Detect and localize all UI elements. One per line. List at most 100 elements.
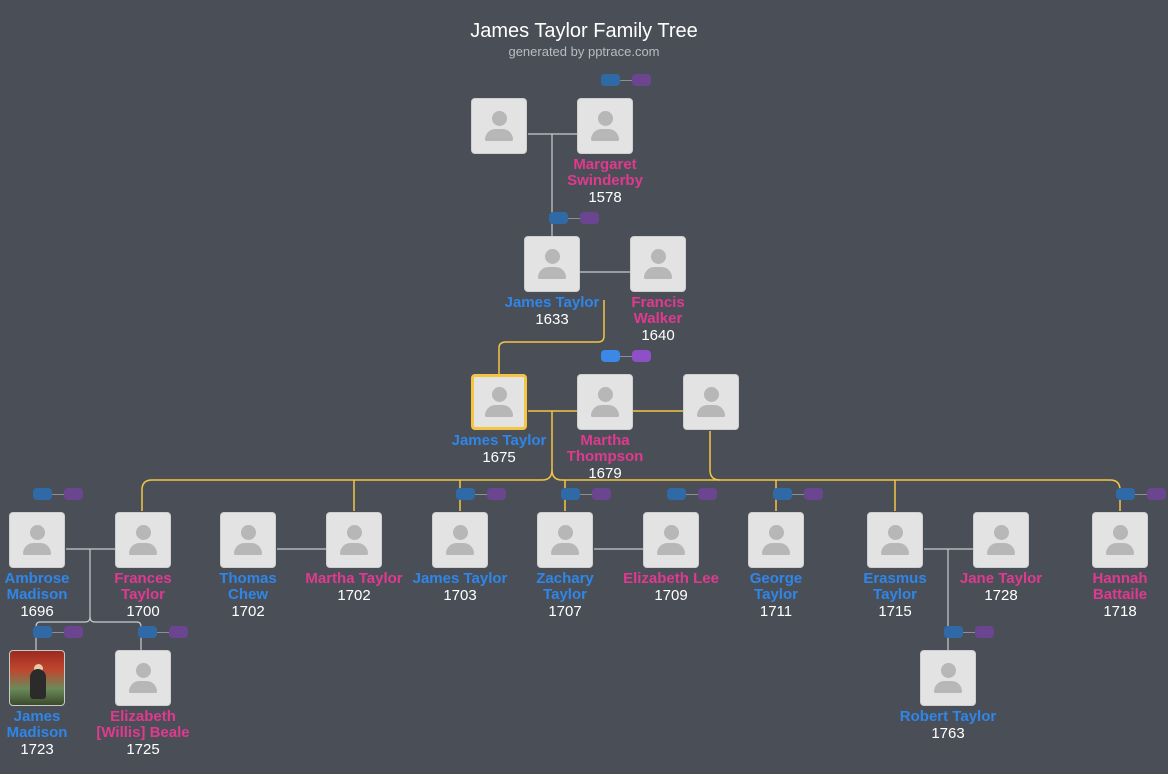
badge-connector [475, 494, 487, 495]
person-silhouette-icon[interactable] [326, 512, 382, 568]
person-card-ambrose[interactable]: Ambrose Madison 1696 [0, 512, 97, 620]
descendants-toggle-icon[interactable] [698, 488, 717, 500]
descendants-toggle-icon[interactable] [632, 74, 651, 86]
person-silhouette-icon[interactable] [1092, 512, 1148, 568]
person-name: Elizabeth [Willis] Beale [96, 708, 190, 741]
ancestors-toggle-icon[interactable] [549, 212, 568, 224]
person-card-james1703[interactable]: James Taylor 1703 [400, 512, 520, 604]
person-silhouette-icon[interactable] [524, 236, 580, 292]
james1633-badges [549, 212, 601, 224]
badge-connector [52, 632, 64, 633]
person-year: 1633 [535, 311, 569, 328]
ancestors-toggle-icon[interactable] [456, 488, 475, 500]
person-name: Erasmus Taylor [863, 570, 927, 603]
badge-connector [963, 632, 975, 633]
person-name: George Taylor [749, 570, 803, 603]
person-card-spouse3[interactable] [651, 374, 771, 433]
person-name: Francis Walker [631, 294, 685, 327]
person-year: 1723 [20, 741, 54, 758]
descendants-toggle-icon[interactable] [804, 488, 823, 500]
person-card-beale[interactable]: Elizabeth [Willis] Beale 1725 [83, 650, 203, 758]
portrait-photo[interactable] [9, 650, 65, 706]
beale-badges [138, 626, 190, 638]
person-card-thomas[interactable]: Thomas Chew 1702 [188, 512, 308, 620]
person-card-elizabeth[interactable]: Elizabeth Lee 1709 [611, 512, 731, 604]
ancestors-toggle-icon[interactable] [601, 350, 620, 362]
george-badges [773, 488, 825, 500]
ancestors-toggle-icon[interactable] [1116, 488, 1135, 500]
descendants-toggle-icon[interactable] [975, 626, 994, 638]
person-card-margaret[interactable]: Margaret Swinderby 1578 [545, 98, 665, 206]
person-silhouette-icon[interactable] [577, 98, 633, 154]
ancestors-toggle-icon[interactable] [33, 488, 52, 500]
person-card-george[interactable]: George Taylor 1711 [716, 512, 836, 620]
ancestors-toggle-icon[interactable] [561, 488, 580, 500]
person-silhouette-icon[interactable] [432, 512, 488, 568]
person-silhouette-icon[interactable] [920, 650, 976, 706]
person-card-james1633[interactable]: James Taylor 1633 [492, 236, 612, 328]
ancestors-toggle-icon[interactable] [667, 488, 686, 500]
person-silhouette-icon[interactable] [9, 512, 65, 568]
person-card-erasmus[interactable]: Erasmus Taylor 1715 [835, 512, 955, 620]
person-silhouette-icon[interactable] [471, 98, 527, 154]
badge-connector [1135, 494, 1147, 495]
person-card-hannah[interactable]: Hannah Battaile 1718 [1060, 512, 1168, 620]
badge-connector [620, 80, 632, 81]
zachary-badges [561, 488, 613, 500]
person-card-james1675[interactable]: James Taylor 1675 [439, 374, 559, 466]
person-card-jane[interactable]: Jane Taylor 1728 [941, 512, 1061, 604]
person-year: 1709 [654, 587, 688, 604]
person-card-robert[interactable]: Robert Taylor 1763 [888, 650, 1008, 742]
person-silhouette-icon[interactable] [683, 374, 739, 430]
ancestors-toggle-icon[interactable] [773, 488, 792, 500]
person-year: 1728 [984, 587, 1018, 604]
ancestors-toggle-icon[interactable] [601, 74, 620, 86]
person-card-martha1679[interactable]: Martha Thompson 1679 [545, 374, 665, 482]
ancestors-toggle-icon[interactable] [138, 626, 157, 638]
badge-connector [580, 494, 592, 495]
person-card-gp-father[interactable] [439, 98, 559, 157]
descendants-toggle-icon[interactable] [632, 350, 651, 362]
descendants-toggle-icon[interactable] [580, 212, 599, 224]
person-silhouette-icon[interactable] [630, 236, 686, 292]
person-name: Elizabeth Lee [623, 570, 719, 587]
descendants-toggle-icon[interactable] [1147, 488, 1166, 500]
person-silhouette-icon[interactable] [220, 512, 276, 568]
ancestors-toggle-icon[interactable] [944, 626, 963, 638]
person-silhouette-icon[interactable] [867, 512, 923, 568]
person-silhouette-icon[interactable] [471, 374, 527, 430]
person-silhouette-icon[interactable] [643, 512, 699, 568]
person-name: James Taylor [451, 432, 547, 449]
descendants-toggle-icon[interactable] [487, 488, 506, 500]
person-silhouette-icon[interactable] [577, 374, 633, 430]
person-name: Margaret Swinderby [567, 156, 643, 189]
person-silhouette-icon[interactable] [115, 512, 171, 568]
descendants-toggle-icon[interactable] [592, 488, 611, 500]
person-name: Jane Taylor [959, 570, 1043, 587]
person-silhouette-icon[interactable] [748, 512, 804, 568]
person-year: 1679 [588, 465, 622, 482]
badge-connector [157, 632, 169, 633]
page-subtitle: generated by pptrace.com [508, 44, 660, 59]
descendants-toggle-icon[interactable] [64, 488, 83, 500]
person-silhouette-icon[interactable] [973, 512, 1029, 568]
badge-connector [568, 218, 580, 219]
person-name: Thomas Chew [219, 570, 277, 603]
person-year: 1702 [337, 587, 371, 604]
person-card-zachary[interactable]: Zachary Taylor 1707 [505, 512, 625, 620]
ancestors-toggle-icon[interactable] [33, 626, 52, 638]
person-card-madison[interactable]: James Madison 1723 [0, 650, 97, 758]
person-silhouette-icon[interactable] [115, 650, 171, 706]
person-card-francis[interactable]: Francis Walker 1640 [598, 236, 718, 344]
person-card-frances[interactable]: Frances Taylor 1700 [83, 512, 203, 620]
person-name: Zachary Taylor [536, 570, 594, 603]
badge-connector [686, 494, 698, 495]
person-year: 1702 [231, 603, 265, 620]
person-silhouette-icon[interactable] [537, 512, 593, 568]
descendants-toggle-icon[interactable] [64, 626, 83, 638]
descendants-toggle-icon[interactable] [169, 626, 188, 638]
person-year: 1703 [443, 587, 477, 604]
badge-connector [620, 356, 632, 357]
james1703-badges [456, 488, 508, 500]
person-card-martha1702[interactable]: Martha Taylor 1702 [294, 512, 414, 604]
